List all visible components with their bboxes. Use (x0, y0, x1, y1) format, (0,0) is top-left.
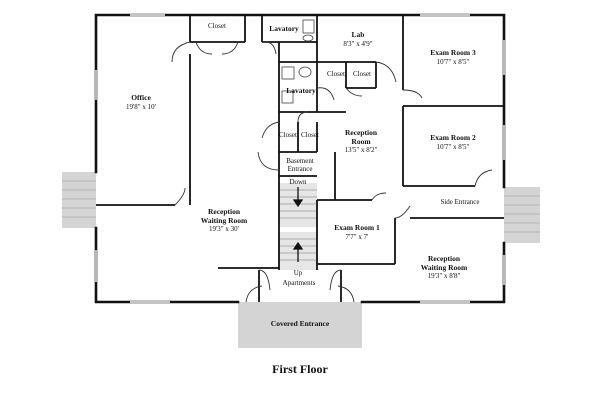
closet-c1-label: Closet (274, 131, 302, 139)
left-steps-treads (62, 180, 96, 218)
waiting-right-dims: 19'3" x 8'8" (427, 272, 461, 281)
up-name: Up (293, 269, 303, 277)
exam1-label: Exam Room 1 7'7" x 7' (328, 223, 386, 241)
lab-name: Lab (351, 30, 365, 39)
side-entrance-label: Side Entrance (432, 198, 488, 206)
exam1-name: Exam Room 1 (334, 223, 380, 232)
office-name: Office (131, 93, 151, 102)
closet-c2-name: Closet (301, 131, 319, 139)
apartments-name: Apartments (282, 279, 316, 287)
doors (171, 41, 493, 303)
floor-title: First Floor (272, 362, 328, 376)
closet-lab-b-label: Closet (348, 70, 376, 78)
up-label: Up (288, 269, 308, 277)
left-steps (62, 172, 96, 228)
closet-top-name: Closet (208, 22, 226, 30)
lab-dims: 8'3" x 4'9" (343, 39, 373, 48)
exam2-name: Exam Room 2 (430, 133, 476, 142)
basement-entrance-name: Basement Entrance (286, 157, 314, 174)
windows (95, 14, 505, 303)
lab-label: Lab 8'3" x 4'9" (330, 30, 386, 48)
closet-top-label: Closet (197, 22, 237, 30)
exam2-label: Exam Room 2 10'7" x 8'5" (418, 133, 488, 151)
stair-arrows (292, 187, 304, 262)
covered-entrance-label: Covered Entrance (250, 319, 350, 329)
reception-room-dims: 13'5" x 8'2" (344, 146, 378, 155)
closet-lab-a-name: Closet (327, 70, 345, 78)
fixtures (281, 19, 315, 104)
exam3-label: Exam Room 3 10'7" x 8'5" (418, 48, 488, 66)
waiting-left-name: Reception Waiting Room (200, 207, 248, 225)
closet-c2-label: Closet (296, 131, 324, 139)
lavatory-mid-label: Lavatory (281, 86, 321, 96)
right-steps (504, 187, 540, 243)
waiting-left-dims: 19'3" x 30' (209, 225, 239, 234)
right-steps-treads (504, 195, 540, 233)
lavatory-top-name: Lavatory (269, 24, 299, 33)
closet-c1-name: Closet (279, 131, 297, 139)
covered-entrance-porch (238, 302, 362, 348)
exam1-dims: 7'7" x 7' (345, 232, 369, 241)
exam3-name: Exam Room 3 (430, 48, 476, 57)
reception-room-label: Reception Room 13'5" x 8'2" (336, 128, 386, 155)
down-name: Down (289, 178, 307, 186)
closet-lab-a-label: Closet (322, 70, 350, 78)
reception-room-name: Reception Room (344, 128, 378, 146)
office-label: Office 19'8" x 10' (109, 93, 173, 111)
exam2-dims: 10'7" x 8'5" (436, 142, 470, 151)
waiting-right-label: Reception Waiting Room 19'3" x 8'8" (416, 254, 472, 281)
lavatory-top-label: Lavatory (264, 24, 304, 34)
lavatory-mid-name: Lavatory (286, 86, 316, 95)
apartments-label: Apartments (276, 279, 322, 287)
office-dims: 19'8" x 10' (126, 102, 156, 111)
down-label: Down (284, 178, 312, 186)
exam3-dims: 10'7" x 8'5" (436, 57, 470, 66)
covered-entrance-name: Covered Entrance (270, 319, 330, 328)
side-entrance-name: Side Entrance (440, 198, 480, 206)
interior-walls (96, 15, 504, 302)
closet-lab-b-name: Closet (353, 70, 371, 78)
waiting-right-name: Reception Waiting Room (420, 254, 468, 272)
basement-entrance-label: Basement Entrance (280, 157, 320, 173)
waiting-left-label: Reception Waiting Room 19'3" x 30' (196, 207, 252, 234)
